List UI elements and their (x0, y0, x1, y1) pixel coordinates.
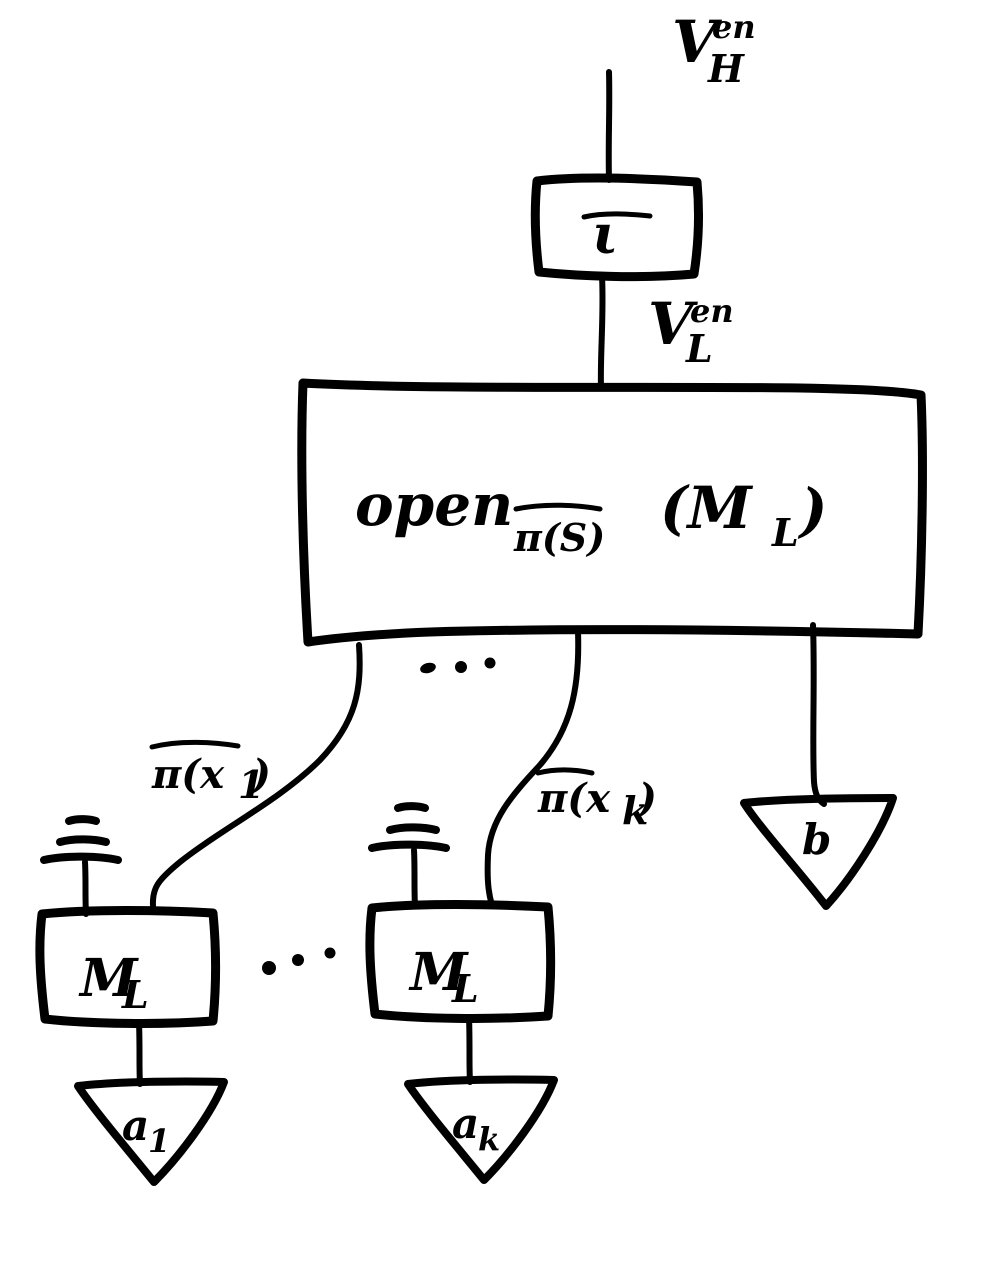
main-box-argument-open: (M (660, 474, 753, 542)
leaf-box-2-label-subscript: L (451, 966, 479, 1011)
leaf-box-1[interactable]: M L (35, 906, 221, 1028)
iota-box[interactable]: ι (530, 173, 703, 282)
main-box-subscript-overbar (513, 502, 603, 512)
top-wire-label-subscript: H (707, 46, 745, 91)
main-box-argument-close: ) (797, 476, 827, 544)
pi-xk-label-close: ) (636, 775, 657, 822)
pi-xk-label-subscript: k (622, 788, 648, 833)
pi-x1-label-subscript: 1 (238, 762, 264, 807)
triangle-a1[interactable]: a 1 (74, 1077, 228, 1186)
triangle-ak[interactable]: a k (404, 1075, 558, 1184)
wire-pi-xk (484, 629, 582, 908)
wire-leaf2-to-ak (466, 1014, 473, 1085)
iota-overbar (581, 211, 653, 220)
leaf-box-2-label: M (408, 942, 469, 1003)
triangle-ak-label: a (452, 1099, 479, 1148)
pi-x1-label-close: ) (250, 751, 271, 798)
main-box-subscript: π(S) (513, 515, 605, 560)
main-box-argument-subscript: L (771, 510, 799, 555)
pi-xk-label-base: π(x (537, 775, 611, 822)
wire-leaf1-to-a1 (136, 1019, 143, 1087)
triangle-b-label: b (802, 815, 831, 864)
main-box-label: open (355, 471, 513, 539)
wire-to-b (810, 622, 827, 807)
ellipsis-top (420, 657, 496, 674)
leaf-box-1-label-subscript: L (121, 972, 149, 1017)
pi-xk-overbar (535, 767, 595, 776)
triangle-ak-label-subscript: k (478, 1120, 500, 1158)
triangle-a1-label: a (122, 1101, 149, 1150)
wire-pi-xk-label: π(x k ) (535, 767, 657, 833)
wire-pi-x1-label: π(x 1 ) (149, 739, 271, 807)
mid-wire-label-subscript: L (685, 326, 713, 371)
top-wire-label-base: V (672, 8, 722, 76)
mid-wire-label-base: V (648, 290, 698, 358)
triangle-b[interactable]: b (740, 794, 897, 910)
leaf-box-1-label: M (78, 948, 139, 1009)
pi-x1-overbar (149, 739, 241, 750)
top-wire-label-superscript: en (712, 8, 756, 46)
pi-x1-label-base: π(x (151, 751, 225, 798)
iota-box-label: ι (592, 202, 618, 266)
top-wire (605, 69, 613, 183)
mid-wire-label: V en L (648, 290, 734, 371)
ground-symbol-2 (368, 802, 450, 909)
leaf-box-2[interactable]: M L (365, 900, 556, 1023)
ground-symbol-1 (40, 815, 122, 917)
mid-wire (597, 273, 606, 391)
main-box[interactable]: open π(S) (M L ) (297, 378, 927, 647)
ellipsis-bottom (262, 947, 336, 975)
top-wire-label: V en H (672, 8, 756, 91)
wire-pi-x1 (149, 642, 363, 909)
mid-wire-label-superscript: en (690, 292, 734, 330)
triangle-a1-label-subscript: 1 (148, 1122, 170, 1160)
